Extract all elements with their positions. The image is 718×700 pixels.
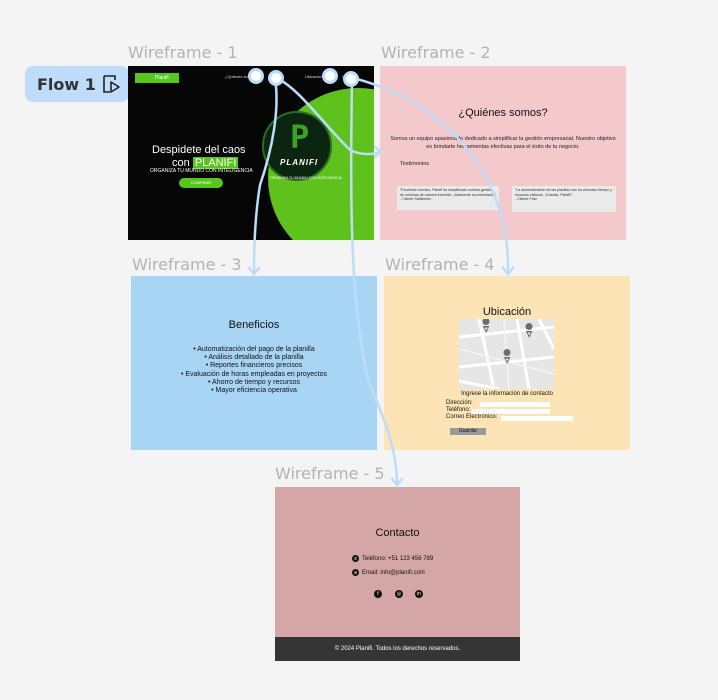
linkedin-icon[interactable]: in — [415, 590, 423, 598]
address-input[interactable] — [480, 402, 550, 407]
flow-arrowhead — [390, 477, 404, 487]
testimonial-card: "La automatización de las planillas nos … — [512, 186, 616, 212]
list-item: Evaluación de horas empleadas en proyect… — [131, 371, 377, 379]
flow-connector — [275, 76, 382, 156]
hero-heading-prefix: con — [172, 157, 190, 169]
wireframe-4-title[interactable]: Wireframe - 4 — [385, 255, 495, 274]
save-button[interactable]: Guardar — [450, 428, 486, 435]
about-title: ¿Quiénes somos? — [458, 107, 548, 119]
hero-brand-highlight: PLANIFI — [192, 157, 239, 169]
contact-title: Contacto — [375, 527, 420, 539]
phone-label: Teléfono: — [446, 407, 471, 413]
location-title: Ubicación — [482, 306, 532, 318]
wireframe-3-title[interactable]: Wireframe - 3 — [132, 255, 242, 274]
flow-arrowhead — [501, 266, 515, 276]
flow-hotspot[interactable] — [322, 68, 338, 84]
testimonial-card: "Excelente servicio, Planifi ha simplifi… — [397, 186, 499, 210]
logo-letter: P — [290, 118, 310, 156]
flow-label: Flow 1 — [37, 74, 96, 94]
hero-heading-line2: con PLANIFI — [172, 157, 239, 169]
testimonial-author: - Cliente Feliz — [515, 197, 537, 201]
wireframe-3-frame[interactable]: Beneficios Automatización del pago de la… — [131, 276, 377, 450]
flow-arrowhead — [373, 145, 383, 159]
address-label: Dirección: — [446, 400, 473, 406]
flow-hotspot[interactable] — [343, 71, 359, 87]
wireframe-5-frame[interactable]: Contacto ✆ Teléfono: +51 123 456 789 ✉ E… — [275, 487, 520, 661]
testimonial-author: - Cliente Satisfecho — [400, 197, 432, 201]
flow-hotspot[interactable] — [248, 68, 264, 84]
wireframe-5-title[interactable]: Wireframe - 5 — [275, 464, 385, 483]
hero-tagline: ORGANIZA TU MUNDO CON INTELIGENCIA — [150, 168, 253, 174]
logo-badge — [262, 111, 332, 181]
flow-play-icon[interactable] — [101, 74, 121, 94]
email-icon: ✉ — [352, 569, 359, 576]
testimonials-heading: Testimonios — [400, 161, 430, 167]
location-map[interactable] — [459, 319, 554, 389]
phone-input[interactable] — [472, 409, 550, 414]
hero-heading-line1: Despidete del caos — [152, 144, 246, 156]
nav-link-about[interactable]: ¿Quiénes somos? — [225, 74, 258, 79]
list-item: Análisis detallado de la planilla — [131, 354, 377, 362]
instagram-icon[interactable]: ◎ — [395, 590, 403, 598]
flow-connector — [252, 76, 278, 274]
list-item: Reportes financieros precisos — [131, 362, 377, 370]
contact-phone-text: Teléfono: +51 123 456 789 — [362, 555, 434, 562]
contact-email: ✉ Email: info@planifi.com — [352, 569, 425, 576]
flow-arrowhead — [247, 266, 261, 276]
wireframe-1-title[interactable]: Wireframe - 1 — [128, 43, 238, 62]
footer-copyright: © 2024 Planifi. Todos los derechos reser… — [275, 637, 520, 661]
benefits-list: Automatización del pago de la planilla A… — [131, 346, 377, 395]
phone-icon: ✆ — [352, 555, 359, 562]
wireframe-2-title[interactable]: Wireframe - 2 — [381, 43, 491, 62]
nav-link-location[interactable]: Ubicación — [305, 74, 323, 79]
email-label: Correo Electrónico: — [446, 414, 498, 420]
flow-connector — [351, 76, 510, 274]
list-item: Automatización del pago de la planilla — [131, 346, 377, 354]
wireframe-1-frame[interactable]: Planifi ¿Quiénes somos? Ubicación Contac… — [128, 66, 374, 240]
flow-hotspot[interactable] — [268, 70, 284, 86]
list-item: Mayor eficiencia operativa — [131, 387, 377, 395]
facebook-icon[interactable]: f — [374, 590, 382, 598]
logo-tagline: ORGANIZA TU MUNDO CON INTELIGENCIA — [270, 176, 342, 180]
about-description: Somos un equipo apasionado dedicado a si… — [390, 136, 616, 150]
buy-button[interactable]: COMPRAR — [179, 178, 223, 188]
testimonial-quote: "La automatización de las planillas nos … — [515, 188, 612, 197]
logo-name: PLANIFI — [280, 158, 319, 167]
testimonial-quote: "Excelente servicio, Planifi ha simplifi… — [400, 188, 496, 197]
contact-phone: ✆ Teléfono: +51 123 456 789 — [352, 555, 433, 562]
flow-start-pill[interactable]: Flow 1 — [25, 66, 129, 102]
email-input[interactable] — [501, 416, 573, 421]
nav-brand-button[interactable]: Planifi — [135, 73, 179, 83]
wireframe-4-frame[interactable]: Ubicación Ingrese la información de cont… — [384, 276, 630, 450]
list-item: Ahorro de tiempo y recursos — [131, 379, 377, 387]
flow-connector — [349, 78, 399, 486]
contact-form-intro: Ingrese la información de contacto — [461, 391, 553, 397]
benefits-title: Beneficios — [228, 319, 280, 331]
contact-email-text[interactable]: Email: info@planifi.com — [362, 569, 425, 576]
wireframe-2-frame[interactable]: ¿Quiénes somos? Somos un equipo apasiona… — [380, 66, 626, 240]
